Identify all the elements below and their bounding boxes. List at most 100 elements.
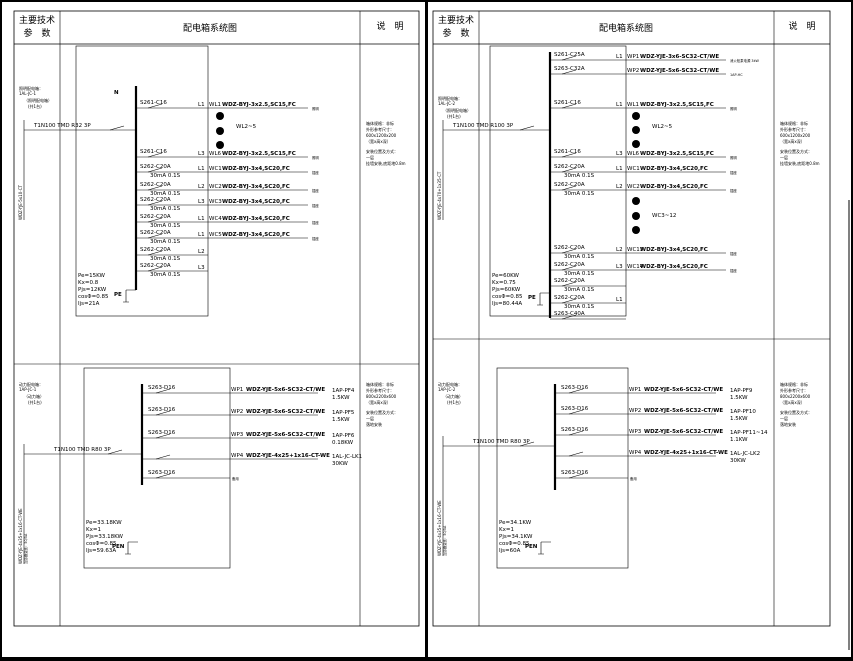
circuit-load: 插座: [312, 236, 319, 241]
left-lighting-panel: 照明配电箱：1AL-JC-1（照明配电箱）(共1台)WDZ-YJE-5x10-C…: [18, 45, 406, 317]
circuit-id: WP4: [231, 453, 244, 459]
breaker-label: S262-C20A: [140, 230, 171, 236]
sheet-right: [428, 2, 851, 657]
circuit-id: WC2: [627, 184, 640, 190]
rcd-label: 30mA 0.1S: [150, 272, 181, 278]
panel-enclosure: [489, 45, 627, 317]
note-line: 800x2200x600: [780, 394, 811, 399]
circuit-cable: WDZ-YJE-5x6-SC32-CT/WE: [644, 429, 723, 435]
circuit-load: 消火栓泵电源 3kW: [730, 58, 760, 63]
range-label-2: WC3~12: [652, 213, 676, 219]
omitted-circuit-dot: [632, 140, 640, 148]
panel-enclosure: [83, 367, 231, 569]
phase-label: L1: [616, 166, 623, 172]
header-params-l2: 参 数: [23, 27, 50, 39]
breaker-contact: [147, 103, 163, 109]
note-line: 一层: [780, 415, 788, 421]
omitted-circuit-dot: [632, 226, 640, 234]
breaker-contact: [561, 281, 577, 287]
range-label: WL2~5: [236, 124, 257, 130]
note-line: 外形参考尺寸：: [780, 126, 808, 132]
circuit-cable: WDZ-BYJ-3x4,SC20,FC: [222, 184, 290, 190]
ground-symbol: [538, 541, 551, 555]
note-line: 落地安装: [780, 421, 796, 427]
range-label: WL2~5: [652, 124, 673, 130]
phase-label: L3: [198, 151, 205, 157]
note-line: 箱体规格：非标: [780, 381, 808, 387]
neutral-label: N: [114, 90, 119, 96]
breaker-label: S263-C32A: [554, 66, 585, 72]
circuit-power: 1.1KW: [730, 437, 748, 443]
header-params-l1: 主要技术: [19, 14, 55, 26]
rcd-label: 30mA 0.1S: [150, 239, 181, 245]
circuit-destination: 1AP-PF5: [332, 410, 355, 416]
note-line: 安装位置及方式：: [780, 409, 812, 415]
load-calc: cosΦ=0.85: [86, 541, 117, 547]
note-line: （宽x高x深）: [366, 399, 391, 405]
ground-symbol: [537, 292, 550, 306]
circuit-id: WC1: [209, 166, 222, 172]
circuit-id: WP4: [629, 450, 642, 456]
breaker-label: S263-D16: [148, 430, 176, 436]
note-line: 箱体规格：非标: [366, 381, 394, 387]
breaker-contact: [147, 266, 163, 272]
breaker-contact: [568, 388, 584, 394]
circuit-id: WC3: [209, 199, 222, 205]
box-type: （照明配电箱）: [24, 97, 52, 103]
circuit-load: 插座: [730, 251, 737, 256]
rcd-label: 30mA 0.1S: [150, 223, 181, 229]
omitted-circuit-dot: [632, 197, 640, 205]
box-type: （动力箱）: [443, 393, 463, 399]
omitted-circuit-dot: [216, 112, 224, 120]
phase-label: L1: [198, 232, 205, 238]
circuit-id: WC1: [627, 166, 640, 172]
main-breaker-label: T1N100 TMD R80 3P: [53, 447, 111, 453]
circuit-cable: WDZ-BYJ-3x4,SC20,FC: [640, 166, 708, 172]
breaker-label: S262-C20A: [554, 295, 585, 301]
note-line: 箱体规格：非标: [366, 120, 394, 126]
note-line: 一层: [780, 154, 788, 160]
load-calc: Pjs=34.1KW: [499, 534, 533, 540]
breaker-label: S263-C40A: [554, 311, 585, 317]
breaker-contact: [568, 430, 584, 436]
breaker-label: S261-C25A: [554, 52, 585, 58]
box-id: 1AL-JC-1: [19, 91, 37, 96]
phase-label: L2: [198, 249, 205, 255]
circuit-id: WC4: [209, 216, 222, 222]
rcd-label: 30mA 0.1S: [150, 256, 181, 262]
omitted-circuit-dot: [632, 212, 640, 220]
note-line: 挂墙安装,底距地0.8m: [366, 160, 406, 166]
load-calc: Ijs=80.44A: [492, 301, 522, 307]
breaker-contact: [155, 454, 171, 460]
circuit-cable: WDZ-YJE-4x25+1x16-CT-WE: [644, 450, 728, 456]
load-calc: Ijs=59.63A: [86, 548, 116, 554]
breaker-contact: [147, 233, 163, 239]
breaker-contact: [561, 314, 577, 320]
breaker-contact: [109, 125, 125, 131]
load-calc: Kx=1: [499, 527, 514, 533]
breaker-contact: [561, 298, 577, 304]
circuit-id: WP2: [629, 408, 641, 414]
circuit-power: 1.5KW: [730, 395, 748, 401]
rcd-label: 30mA 0.1S: [564, 271, 595, 277]
note-line: 挂墙安装,底距地0.8m: [780, 160, 820, 166]
box-type: （照明配电箱）: [443, 107, 471, 113]
circuit-power: 1.5KW: [332, 417, 350, 423]
circuit-id: WL1: [209, 102, 221, 108]
circuit-cable: WDZ-YJE-5x6-SC32-CT/WE: [644, 408, 723, 414]
circuit-cable: WDZ-BYJ-3x2.5,SC15,FC: [640, 102, 714, 108]
load-calc: Pjs=33.18KW: [86, 534, 123, 540]
omitted-circuit-dot: [632, 126, 640, 134]
ground-symbol: [123, 289, 136, 303]
breaker-contact: [147, 167, 163, 173]
circuit-cable: WDZ-BYJ-3x4,SC20,FC: [640, 247, 708, 253]
panel-enclosure: [496, 367, 629, 569]
